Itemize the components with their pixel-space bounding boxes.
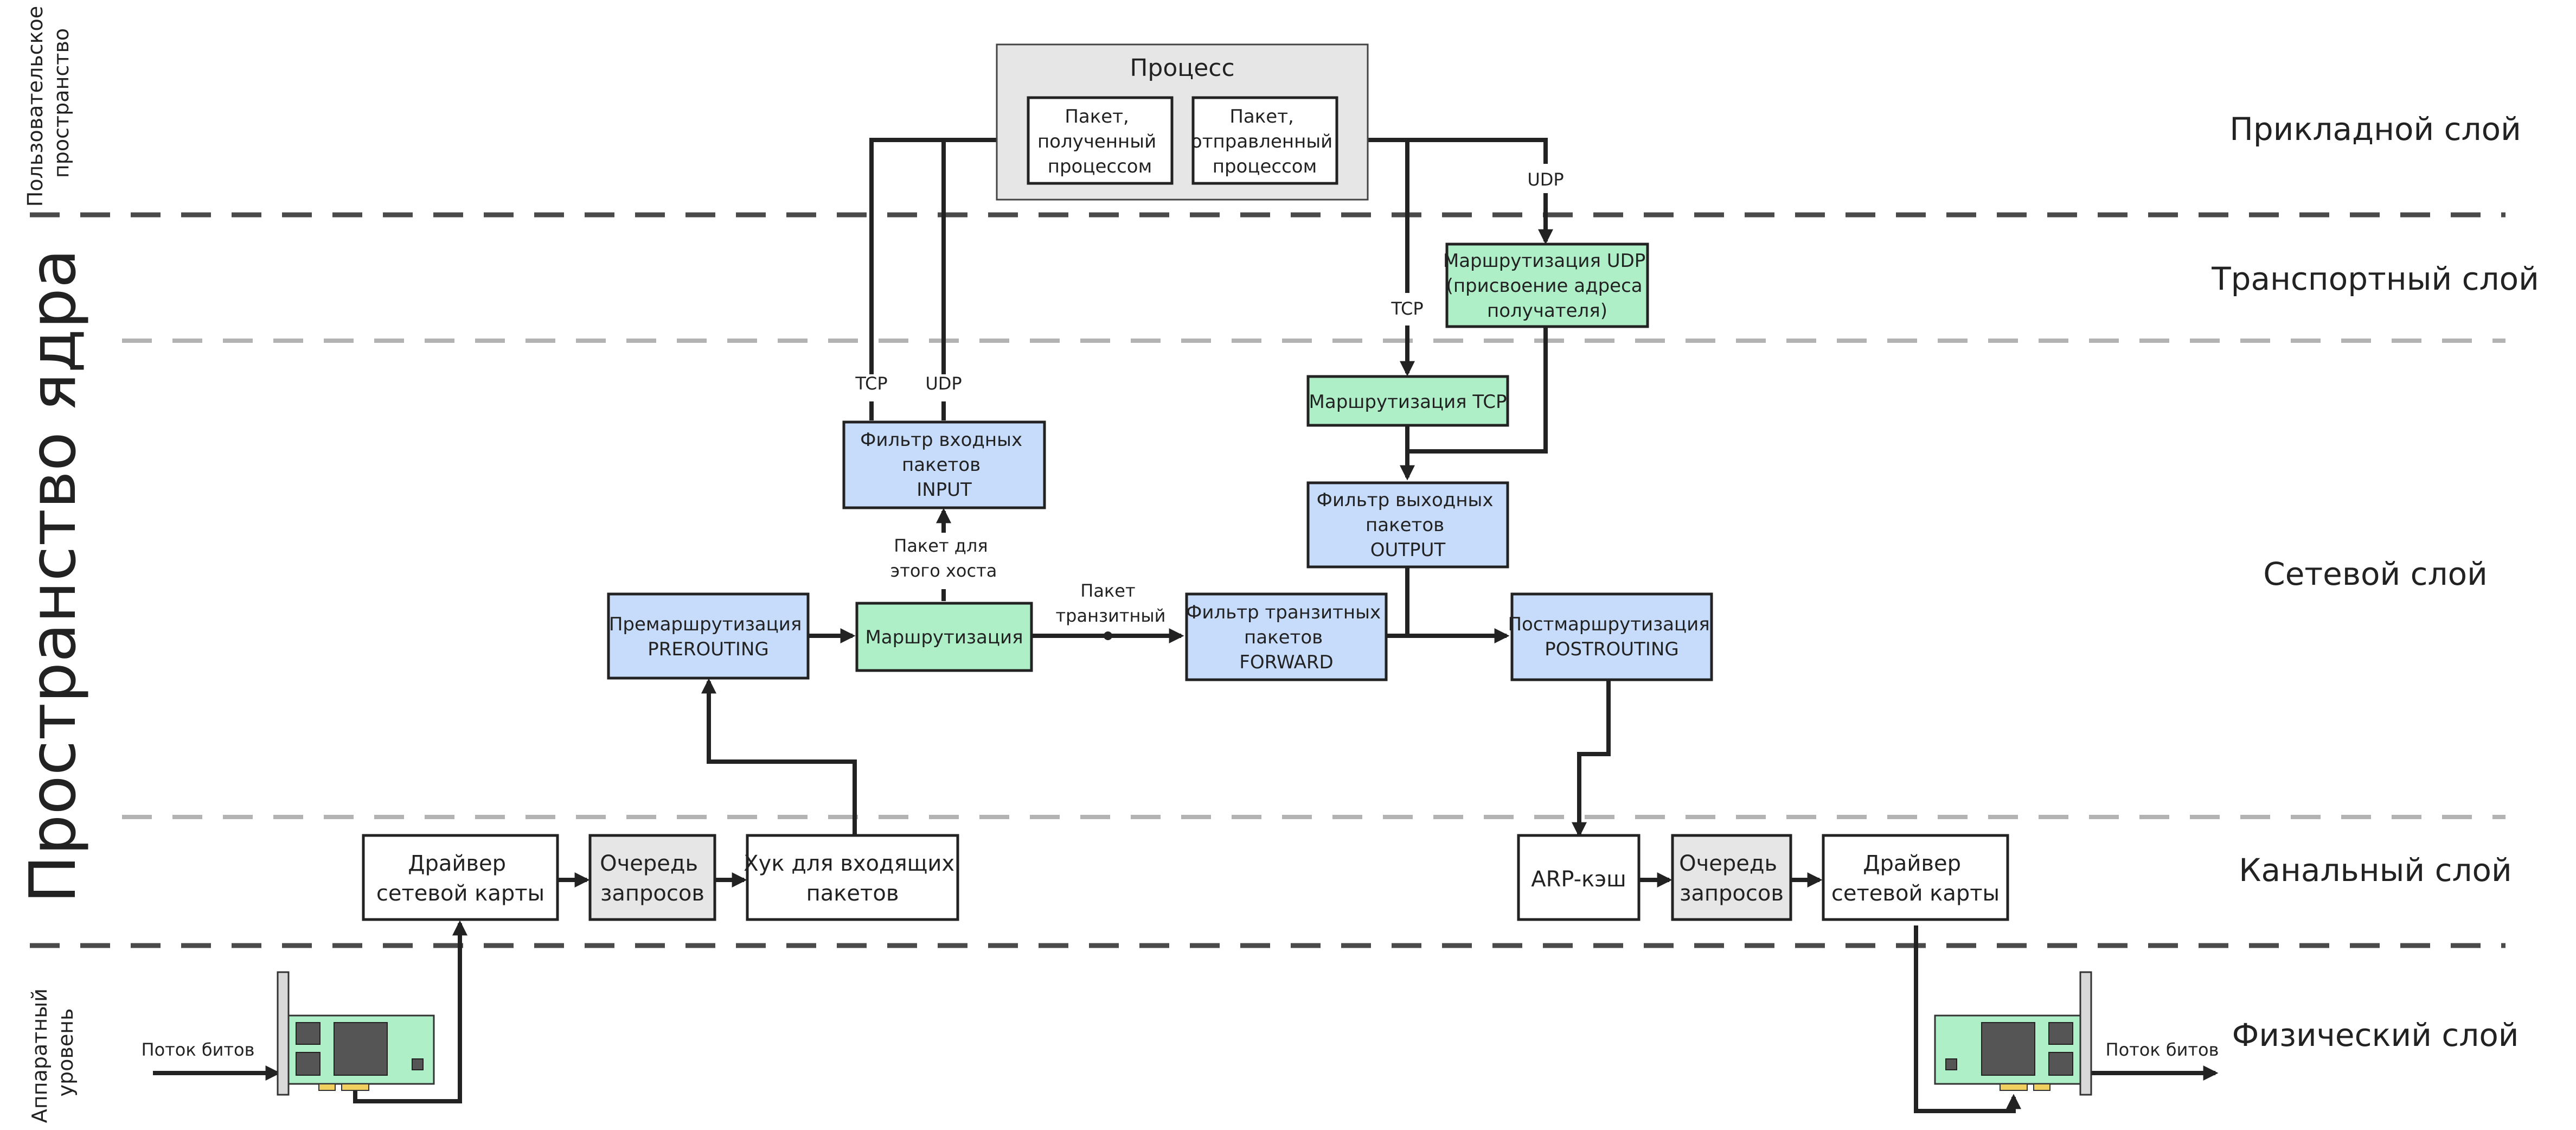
packet-sent-label: Пакет, отправленный процессом [1191, 106, 1338, 177]
packet-sent-box [1191, 96, 1338, 185]
input-filter-box [842, 420, 1046, 509]
forward-filter-label: Фильтр транзитных пакетов FORWARD [1186, 602, 1387, 673]
arp-cache-box [1517, 834, 1641, 921]
hardware-label: Аппаратный уровень [28, 982, 78, 1123]
output-filter-label: Фильтр выходных пакетов OUTPUT [1317, 489, 1500, 561]
forward-filter-box [1185, 592, 1388, 681]
transport-layer-label: Транспортный слой [2211, 260, 2539, 297]
kernel-space-label: Пространство ядра [15, 249, 90, 903]
queue-out-box [1671, 834, 1792, 921]
edge-hook-to-prerouting [701, 678, 857, 835]
edge-driver-to-nic-out [1914, 925, 2021, 1113]
bits-out-label: Поток битов [2106, 1039, 2219, 1060]
physical-layer-label: Физический слой [2232, 1017, 2519, 1054]
edge-input-tcp-to-process-up [869, 132, 1023, 374]
tcp-in-label: TCP [855, 373, 887, 394]
application-layer-label: Прикладной слой [2229, 111, 2521, 148]
udp-routing-box [1445, 242, 1649, 328]
transit-junction-dot [1104, 631, 1112, 640]
prerouting-box [607, 592, 810, 680]
postrouting-label: Постмаршрутизация POSTROUTING [1508, 614, 1715, 660]
link-layer-label: Канальный слой [2239, 852, 2511, 889]
packet-received-box [1027, 96, 1174, 185]
udp-routing-label: Маршрутизация UDP (присвоение адреса пол… [1443, 250, 1651, 322]
nic-in-icon [277, 971, 435, 1096]
driver-out-box [1822, 834, 2009, 921]
nic-out-icon [1934, 971, 2092, 1096]
tcp-out-label: TCP [1390, 298, 1423, 319]
bits-in-label: Поток битов [142, 1039, 255, 1060]
driver-in-box [362, 834, 559, 921]
tcp-routing-box [1306, 375, 1509, 427]
hook-in-box [746, 834, 959, 921]
edge-nic-to-driver [353, 920, 467, 1103]
input-filter-label: Фильтр входных пакетов INPUT [860, 429, 1028, 501]
routing-box [855, 602, 1033, 672]
output-filter-box [1306, 481, 1509, 569]
hook-in-label: Хук для входящих пакетов [744, 851, 961, 906]
queue-in-label: Очередь запросов [600, 851, 705, 906]
queue-out-label: Очередь запросов [1679, 851, 1784, 906]
user-space-label: Пользовательское пространство [23, 0, 73, 207]
tcp-routing-label: Маршрутизация TCP [1309, 391, 1507, 413]
driver-in-label: Драйвер сетевой карты [376, 851, 544, 906]
prerouting-label: Премаршрутизация PREROUTING [609, 614, 808, 660]
udp-out-label: UDP [1527, 169, 1563, 190]
driver-out-label: Драйвер сетевой карты [1831, 851, 2000, 906]
edge-postrouting-to-arp [1572, 680, 1611, 838]
process-title: Процесс [1130, 54, 1234, 82]
transit-label: Пакет транзитный [1056, 580, 1166, 626]
network-layer-label: Сетевой слой [2263, 556, 2488, 592]
edge-udp-routing-to-output [1407, 327, 1548, 454]
packet-received-label: Пакет, полученный процессом [1037, 106, 1162, 177]
udp-in-label: UDP [925, 373, 962, 394]
routing-label: Маршрутизация [865, 627, 1023, 648]
for-this-host-label: Пакет для этого хоста [890, 535, 997, 581]
queue-in-box [588, 834, 716, 921]
postrouting-box [1510, 592, 1713, 681]
arp-cache-label: ARP-кэш [1531, 867, 1626, 892]
